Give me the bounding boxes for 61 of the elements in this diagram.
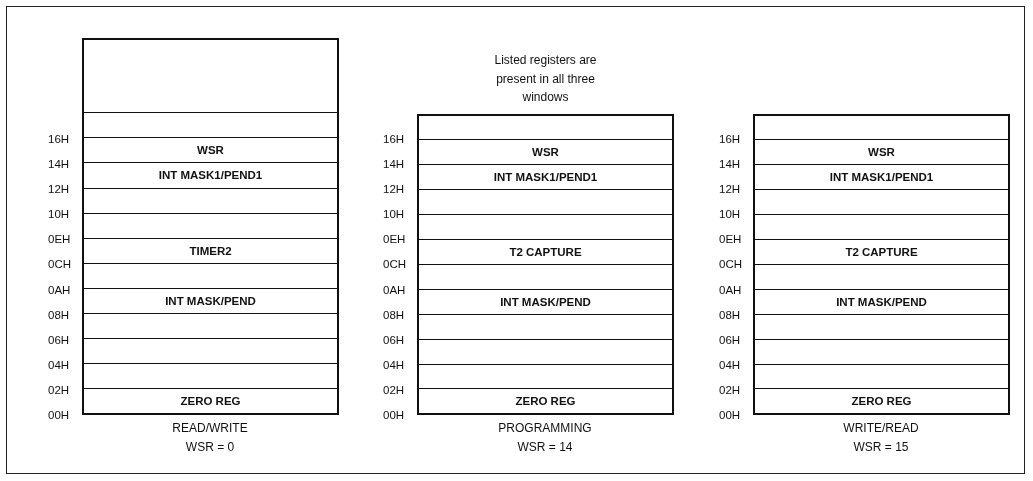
address-label: 10H bbox=[719, 207, 741, 222]
address-label: 12H bbox=[383, 181, 405, 196]
note-text: Listed registers are present in all three windows bbox=[493, 52, 598, 106]
address-label: 16H bbox=[719, 131, 741, 146]
window-caption: PROGRAMMING bbox=[497, 420, 593, 438]
register-name: INT MASK/PEND bbox=[500, 295, 591, 308]
address-label: 0AH bbox=[719, 282, 742, 297]
address-label: 0CH bbox=[48, 257, 71, 272]
address-label: 10H bbox=[383, 207, 405, 222]
address-label: 06H bbox=[719, 332, 741, 347]
address-label: 04H bbox=[719, 358, 741, 372]
window-select-value: WSR = 14 bbox=[516, 439, 574, 457]
register-name: INT MASK1/PEND1 bbox=[158, 169, 263, 182]
address-label: 02H bbox=[48, 383, 70, 398]
address-label: 00H bbox=[719, 408, 741, 423]
window-caption: WRITE/READ bbox=[842, 420, 920, 438]
address-label: 02H bbox=[383, 383, 405, 398]
address-label: 0AH bbox=[48, 282, 71, 297]
window-select-value: WSR = 15 bbox=[852, 439, 910, 457]
window-select-value: WSR = 0 bbox=[184, 439, 236, 457]
register-name: ZERO REG bbox=[851, 395, 912, 408]
address-label: 06H bbox=[48, 332, 70, 347]
register-window-box bbox=[417, 113, 674, 416]
register-name: INT MASK/PEND bbox=[836, 295, 927, 308]
address-label: 00H bbox=[48, 408, 70, 423]
address-label: 0CH bbox=[719, 257, 742, 272]
register-name: ZERO REG bbox=[515, 395, 576, 408]
register-window-box bbox=[82, 38, 339, 416]
address-label: 0EH bbox=[719, 232, 742, 247]
register-window-box bbox=[753, 113, 1010, 416]
address-label: 0EH bbox=[383, 232, 406, 247]
address-label: 0EH bbox=[48, 232, 71, 247]
address-label: 0CH bbox=[383, 257, 406, 272]
address-label: 10H bbox=[48, 207, 70, 222]
register-name: WSR bbox=[868, 146, 895, 159]
register-name: INT MASK1/PEND1 bbox=[829, 171, 934, 184]
window-caption: READ/WRITE bbox=[171, 420, 249, 438]
register-name: INT MASK1/PEND1 bbox=[493, 171, 598, 184]
address-label: 16H bbox=[383, 131, 405, 146]
register-name: WSR bbox=[197, 144, 224, 157]
address-label: 0AH bbox=[383, 282, 406, 297]
register-name: T2 CAPTURE bbox=[845, 246, 918, 258]
address-label: 04H bbox=[48, 358, 70, 372]
address-label: 02H bbox=[719, 383, 741, 398]
register-name: T2 CAPTURE bbox=[509, 246, 582, 258]
address-label: 06H bbox=[383, 332, 405, 347]
register-name: WSR bbox=[532, 146, 559, 159]
address-label: 14H bbox=[48, 156, 70, 171]
address-label: 12H bbox=[48, 181, 70, 196]
register-name: TIMER2 bbox=[189, 244, 232, 257]
address-label: 16H bbox=[48, 131, 70, 146]
address-label: 12H bbox=[719, 181, 741, 196]
address-label: 04H bbox=[383, 358, 405, 372]
address-label: 08H bbox=[719, 307, 741, 322]
address-label: 14H bbox=[719, 156, 741, 171]
register-name: ZERO REG bbox=[180, 395, 241, 408]
address-label: 00H bbox=[383, 408, 405, 423]
address-label: 08H bbox=[383, 307, 405, 322]
address-label: 08H bbox=[48, 307, 70, 322]
address-label: 14H bbox=[383, 156, 405, 171]
register-name: INT MASK/PEND bbox=[165, 294, 256, 307]
